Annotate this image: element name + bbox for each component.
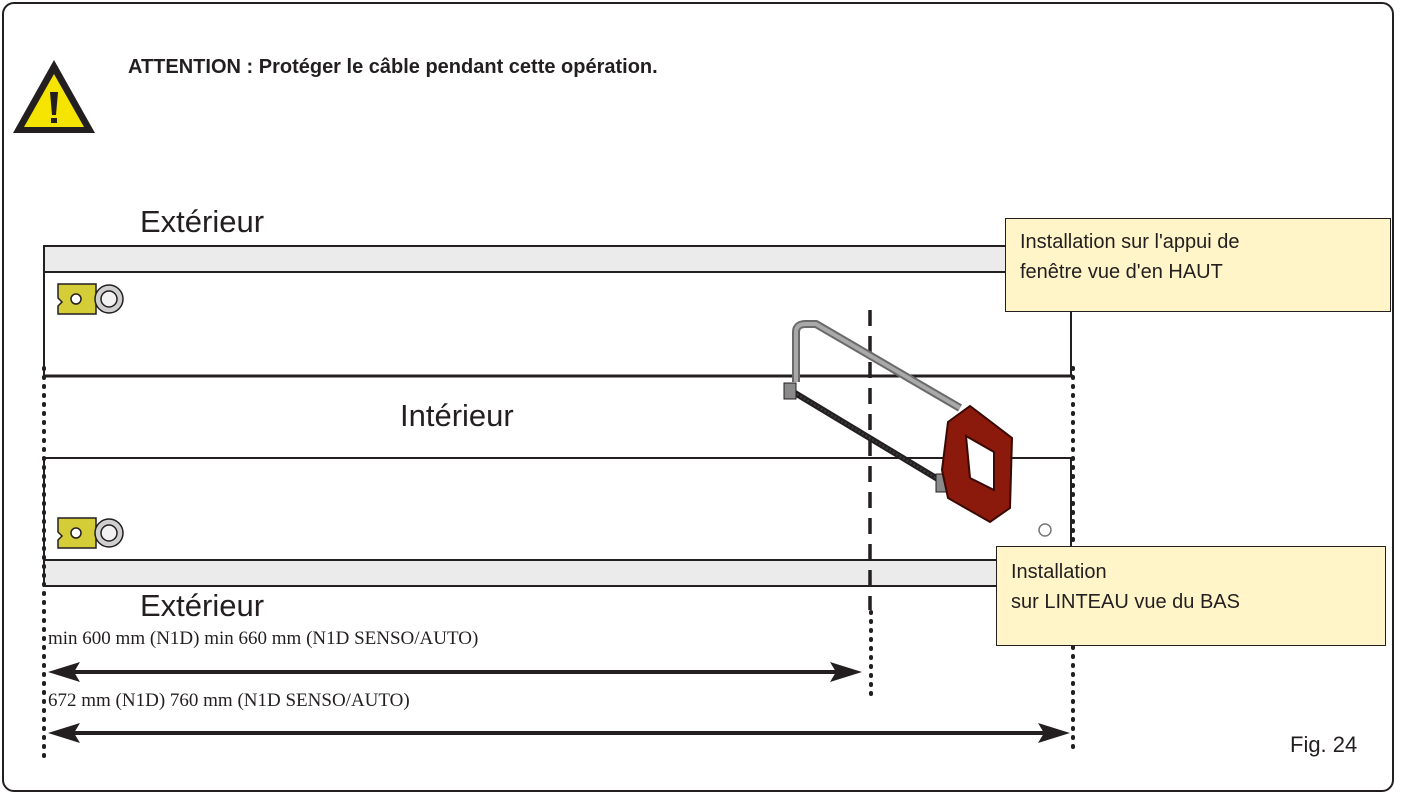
dimension-label-full: 672 mm (N1D) 760 mm (N1D SENSO/AUTO): [48, 690, 410, 711]
callout-bottom-view: Installation sur LINTEAU vue du BAS: [996, 546, 1386, 646]
end-bracket-icon: [57, 517, 124, 549]
bottom-rail: [43, 457, 1074, 587]
dimension-arrow-min: [48, 662, 862, 682]
warning-text: ATTENTION : Protéger le câble pendant ce…: [128, 56, 658, 78]
dimension-arrow-full: [48, 723, 1070, 743]
warning-triangle-icon: [13, 60, 95, 133]
hacksaw-icon: [783, 320, 1014, 524]
figure-number: Fig. 24: [1290, 732, 1358, 757]
callout-top-view: Installation sur l'appui de fenêtre vue …: [1005, 218, 1391, 312]
label-exterior-bottom: Extérieur: [140, 588, 265, 623]
end-bracket-icon: [57, 283, 124, 315]
top-rail: [43, 245, 1074, 378]
label-interior: Intérieur: [400, 398, 514, 433]
dimension-label-min: min 600 mm (N1D) min 660 mm (N1D SENSO/A…: [48, 628, 479, 649]
label-exterior-top: Extérieur: [140, 204, 265, 239]
